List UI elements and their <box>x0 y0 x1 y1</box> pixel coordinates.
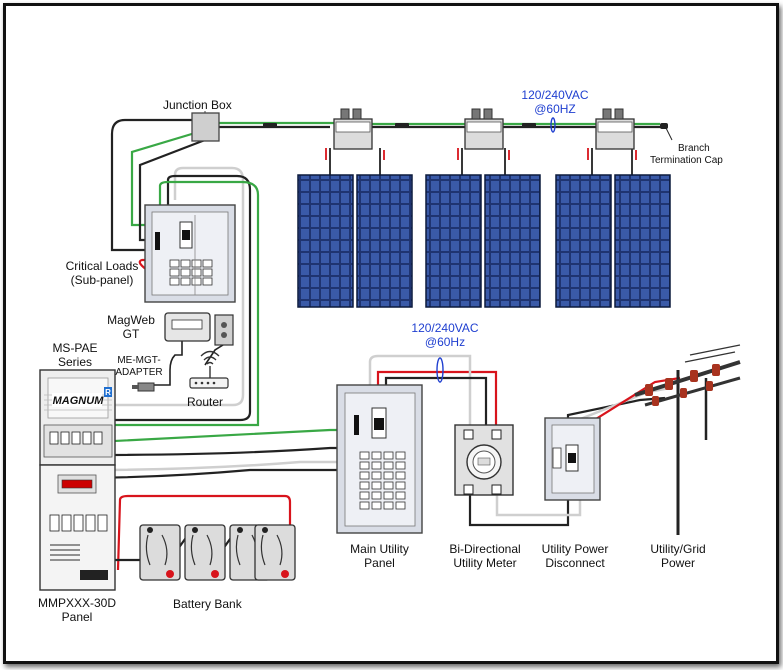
critical-loads-subpanel <box>144 204 236 303</box>
adapter-line-2: ADAPTER <box>115 367 163 378</box>
critical-line-1: Critical Loads <box>65 259 139 273</box>
utility-pole <box>634 344 741 535</box>
ac-top-voltage: 120/240VAC <box>521 88 589 102</box>
bi-directional-meter <box>454 424 514 496</box>
ac-mid-frequency: @60Hz <box>424 335 466 349</box>
svg-text:R: R <box>105 388 111 397</box>
solar-panel-5 <box>555 174 612 308</box>
ac-mid-label: 120/240VAC @60Hz <box>400 321 490 349</box>
micro-inverter-2 <box>464 108 504 150</box>
disconnect-line-1: Utility Power <box>541 542 609 556</box>
micro-inverter-1 <box>333 108 373 150</box>
disconnect-label: Utility Power Disconnect <box>530 542 620 570</box>
critical-loads-label: Critical Loads (Sub-panel) <box>52 259 152 287</box>
adapter-line-1: ME-MGT- <box>117 355 161 366</box>
solar-panel-3 <box>425 174 482 308</box>
meter-line-1: Bi-Directional <box>449 542 521 556</box>
main-panel-line-2: Panel <box>364 556 395 570</box>
disconnect-line-2: Disconnect <box>545 556 605 570</box>
magweb-line-2: GT <box>122 327 140 341</box>
battery-4 <box>254 524 296 581</box>
magweb-line-1: MagWeb <box>107 313 155 327</box>
junction-box <box>191 112 220 142</box>
diagram-frame <box>3 3 779 664</box>
inverter-logo: MAGNUM <box>53 395 105 407</box>
branch-line-1: Branch <box>678 143 710 154</box>
ac-top-label: 120/240VAC @60HZ <box>510 88 600 116</box>
ms-pae-label: MS-PAE Series <box>45 341 105 369</box>
main-panel-line-1: Main Utility <box>350 542 409 556</box>
junction-box-label: Junction Box <box>163 98 232 112</box>
adapter-label: ME-MGT- ADAPTER <box>110 355 168 379</box>
ac-mid-ring <box>436 357 444 383</box>
ac-top-ring <box>550 117 556 133</box>
critical-line-2: (Sub-panel) <box>70 273 134 287</box>
magweb-label: MagWeb GT <box>105 313 157 341</box>
meter-label: Bi-Directional Utility Meter <box>440 542 530 570</box>
me-mgt-adapter-device <box>132 382 155 392</box>
main-utility-panel-label: Main Utility Panel <box>337 542 422 570</box>
meter-line-2: Utility Meter <box>453 556 517 570</box>
ms-pae-inverter: R <box>39 369 116 466</box>
branch-termination-label: Branch Termination Cap <box>650 143 723 167</box>
branch-cap-pointer <box>663 123 673 141</box>
solar-panel-6 <box>614 174 671 308</box>
router-device <box>189 350 229 389</box>
solar-array <box>297 174 671 308</box>
mmp-line-1: MMPXXX-30D <box>37 596 117 610</box>
ac-top-frequency: @60HZ <box>534 102 576 116</box>
grid-line-2: Power <box>660 556 695 570</box>
trunk-connectors <box>263 123 668 129</box>
solar-panel-2 <box>356 174 413 308</box>
mmp-panel-label: MMPXXX-30D Panel <box>32 596 122 624</box>
battery-bank-group <box>139 524 296 581</box>
solar-panel-1 <box>297 174 354 308</box>
branch-line-2: Termination Cap <box>650 155 723 166</box>
solar-panel-4 <box>484 174 541 308</box>
mmp-line-2: Panel <box>61 610 93 624</box>
ac-mid-voltage: 120/240VAC <box>411 321 479 335</box>
battery-1 <box>139 524 181 581</box>
grid-power-label: Utility/Grid Power <box>638 542 718 570</box>
ms-pae-line-1: MS-PAE <box>52 341 98 355</box>
mmp-panel <box>39 464 116 591</box>
battery-2 <box>184 524 226 581</box>
main-utility-panel <box>336 384 423 534</box>
utility-power-disconnect-box <box>544 417 601 501</box>
router-label: Router <box>187 395 224 409</box>
grid-line-1: Utility/Grid <box>650 542 706 556</box>
battery-bank-label: Battery Bank <box>173 597 242 611</box>
magweb-gt-device <box>164 312 234 346</box>
ms-pae-line-2: Series <box>57 355 92 369</box>
micro-inverter-3 <box>595 108 635 150</box>
